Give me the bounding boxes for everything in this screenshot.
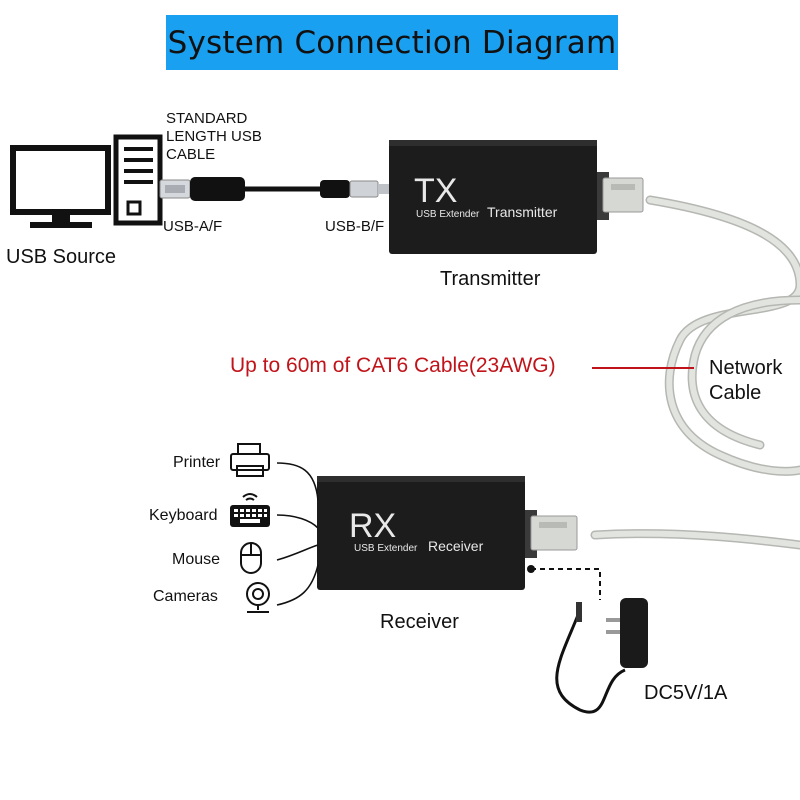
device-label-cameras: Cameras <box>153 588 218 605</box>
mouse-icon <box>240 542 262 574</box>
network-cable-label-line: Network <box>709 357 783 379</box>
title-banner: System Connection Diagram <box>166 15 618 70</box>
usb-cable-label-line: LENGTH USB <box>166 128 262 145</box>
tx-logo: TX <box>414 172 457 210</box>
monitor-icon <box>10 145 111 228</box>
usb-cable <box>159 177 390 201</box>
cable-length-note: Up to 60m of CAT6 Cable(23AWG) <box>230 354 556 377</box>
pc-tower-icon <box>113 134 163 226</box>
device-label-keyboard: Keyboard <box>149 507 218 524</box>
transmitter-box <box>389 140 644 254</box>
network-cable-label-line: Cable <box>709 382 762 404</box>
usb-cable-label: STANDARD LENGTH USB CABLE <box>166 110 262 164</box>
device-label-printer: Printer <box>173 454 221 471</box>
tx-sub-text: USB Extender <box>416 209 480 220</box>
network-cable <box>590 195 800 550</box>
usb-source-label: USB Source <box>6 246 117 268</box>
rx-sub-text: USB Extender <box>354 543 418 554</box>
power-adapter-icon <box>555 598 648 714</box>
rx-box-label: Receiver <box>428 538 484 554</box>
receiver-caption: Receiver <box>380 611 459 633</box>
power-label: DC5V/1A <box>644 682 728 704</box>
transmitter-caption: Transmitter <box>440 268 541 290</box>
usb-cable-label-line: STANDARD <box>166 110 248 127</box>
keyboard-icon <box>230 493 270 527</box>
rx-logo: RX <box>349 507 396 545</box>
usb-a-label: USB-A/F <box>163 218 223 235</box>
camera-icon <box>246 582 270 613</box>
power-connection <box>527 565 601 600</box>
printer-icon <box>230 443 270 477</box>
usb-b-label: USB-B/F <box>325 218 385 235</box>
tx-box-label: Transmitter <box>487 204 558 220</box>
diagram-title: System Connection Diagram <box>167 24 617 61</box>
receiver-box <box>317 476 578 590</box>
network-cable-label: Network Cable <box>709 356 782 406</box>
usb-cable-label-line: CABLE <box>166 146 216 163</box>
device-label-mouse: Mouse <box>172 551 221 568</box>
device-connector-lines <box>276 462 319 606</box>
